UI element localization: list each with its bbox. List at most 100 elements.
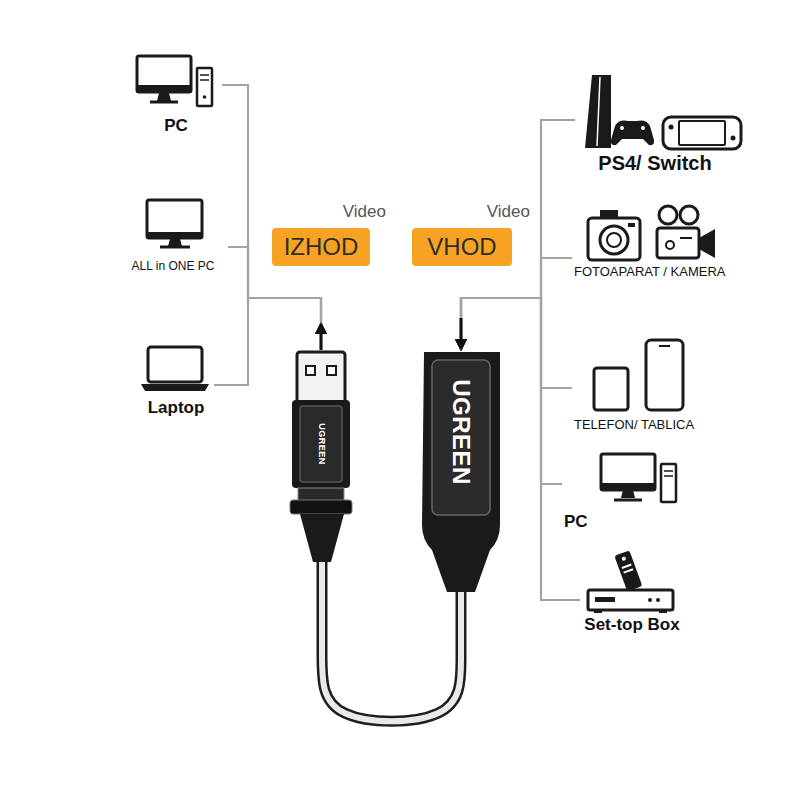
device-label: PC — [130, 116, 222, 136]
brand-label: UGREEN — [447, 379, 475, 485]
gamepad-button — [641, 126, 645, 130]
set-top-foot — [659, 610, 667, 613]
usb-collar — [290, 500, 352, 514]
badge-heading: Video — [272, 202, 386, 222]
connector-line — [461, 298, 572, 388]
device-label: Laptop — [138, 398, 214, 418]
connector-line — [461, 298, 580, 600]
camera-body — [588, 218, 640, 260]
camera-lens — [600, 226, 628, 254]
remote-control — [614, 550, 642, 591]
set-top-button — [656, 598, 660, 602]
switch-stick — [731, 136, 736, 141]
badge-text: VHOD — [412, 228, 512, 266]
switch-screen — [679, 121, 725, 145]
output-badge: VideoIZHOD — [272, 202, 388, 266]
film-reel — [659, 206, 677, 224]
hdmi-adapter-face — [432, 360, 490, 515]
brand-label: UGREEN — [317, 423, 327, 465]
gamepad — [611, 121, 654, 146]
input-badge: VideoVHOD — [412, 202, 532, 266]
remote-button — [623, 568, 633, 573]
monitor-screen — [137, 56, 191, 92]
pc-tower — [661, 464, 676, 502]
monitor-stand — [157, 93, 171, 101]
laptop-screen — [148, 347, 202, 382]
usb-a-hole — [306, 366, 315, 375]
hdmi-adapter: UGREEN — [420, 350, 502, 592]
phone — [646, 340, 683, 410]
device-label: Set-top Box — [580, 615, 684, 635]
laptop-base — [141, 384, 209, 391]
connector-line — [222, 85, 321, 350]
connector-line — [214, 298, 321, 385]
console-body — [585, 75, 611, 148]
monitor-base — [150, 101, 178, 104]
device-label: ALL in ONE PC — [118, 260, 228, 274]
pc-tower — [197, 68, 212, 106]
aio-bezel — [147, 232, 202, 239]
arrow-shaft — [320, 334, 323, 350]
monitor-stand — [621, 490, 635, 498]
video-camera-lens — [699, 229, 715, 258]
video-camera-detail — [680, 237, 692, 239]
video-camera-body — [657, 228, 699, 258]
usb-body — [292, 400, 350, 488]
set-top-body — [588, 590, 673, 610]
device-node: Laptop — [138, 342, 214, 420]
usb-body-face — [300, 406, 342, 482]
device-node: TELEFON/ TABLICA — [572, 335, 718, 433]
monitor-base — [614, 499, 642, 502]
set-top-display — [595, 597, 615, 602]
set-top-button — [648, 598, 652, 602]
video-camera-dial — [666, 241, 674, 249]
cable — [322, 562, 461, 721]
tower-button — [203, 95, 207, 99]
aio-stand — [168, 239, 182, 246]
device-label: TELEFON/ TABLICA — [574, 418, 716, 433]
usb-connector: UGREEN — [290, 350, 354, 562]
aio-base — [160, 246, 190, 249]
tower-slot — [200, 74, 209, 76]
connector-line — [461, 298, 562, 484]
remote-body — [614, 550, 642, 591]
monitor-bezel — [601, 483, 655, 490]
device-node: PC — [130, 50, 222, 135]
arrow-shaft — [460, 318, 463, 340]
usb-strain-relief — [300, 514, 344, 562]
film-reel — [680, 206, 698, 224]
badge-text: IZHOD — [272, 228, 370, 266]
camera-lens-inner — [607, 233, 621, 247]
device-node: Set-top Box — [580, 548, 692, 638]
tower-slot — [664, 470, 673, 472]
tower-slot — [200, 79, 209, 81]
aio-screen — [147, 200, 202, 238]
badge-heading: Video — [412, 202, 530, 222]
device-label: PC — [564, 512, 604, 532]
device-node: ALL in ONE PC — [118, 195, 228, 277]
tablet — [594, 368, 628, 410]
device-label: FOTOAPARAT / KAMERA — [574, 265, 746, 280]
tower-slot — [664, 475, 673, 477]
usb-a-hole — [327, 366, 336, 375]
remote-button — [622, 564, 632, 569]
device-node: FOTOAPARAT / KAMERA — [572, 200, 748, 282]
gamepad-button — [620, 126, 624, 130]
device-node: PS4/ Switch — [575, 72, 745, 178]
device-label: PS4/ Switch — [575, 152, 735, 175]
hdmi-adapter-body — [422, 352, 500, 592]
cable-core — [322, 562, 461, 721]
usb-a-plug — [297, 352, 345, 404]
connector-line — [461, 258, 572, 350]
switch-stick — [669, 125, 674, 130]
device-node: PC — [562, 450, 684, 534]
switch-body — [663, 117, 741, 149]
set-top-foot — [594, 610, 602, 613]
camera-flash — [628, 223, 635, 227]
remote-button — [621, 556, 626, 561]
monitor-screen — [601, 454, 655, 490]
